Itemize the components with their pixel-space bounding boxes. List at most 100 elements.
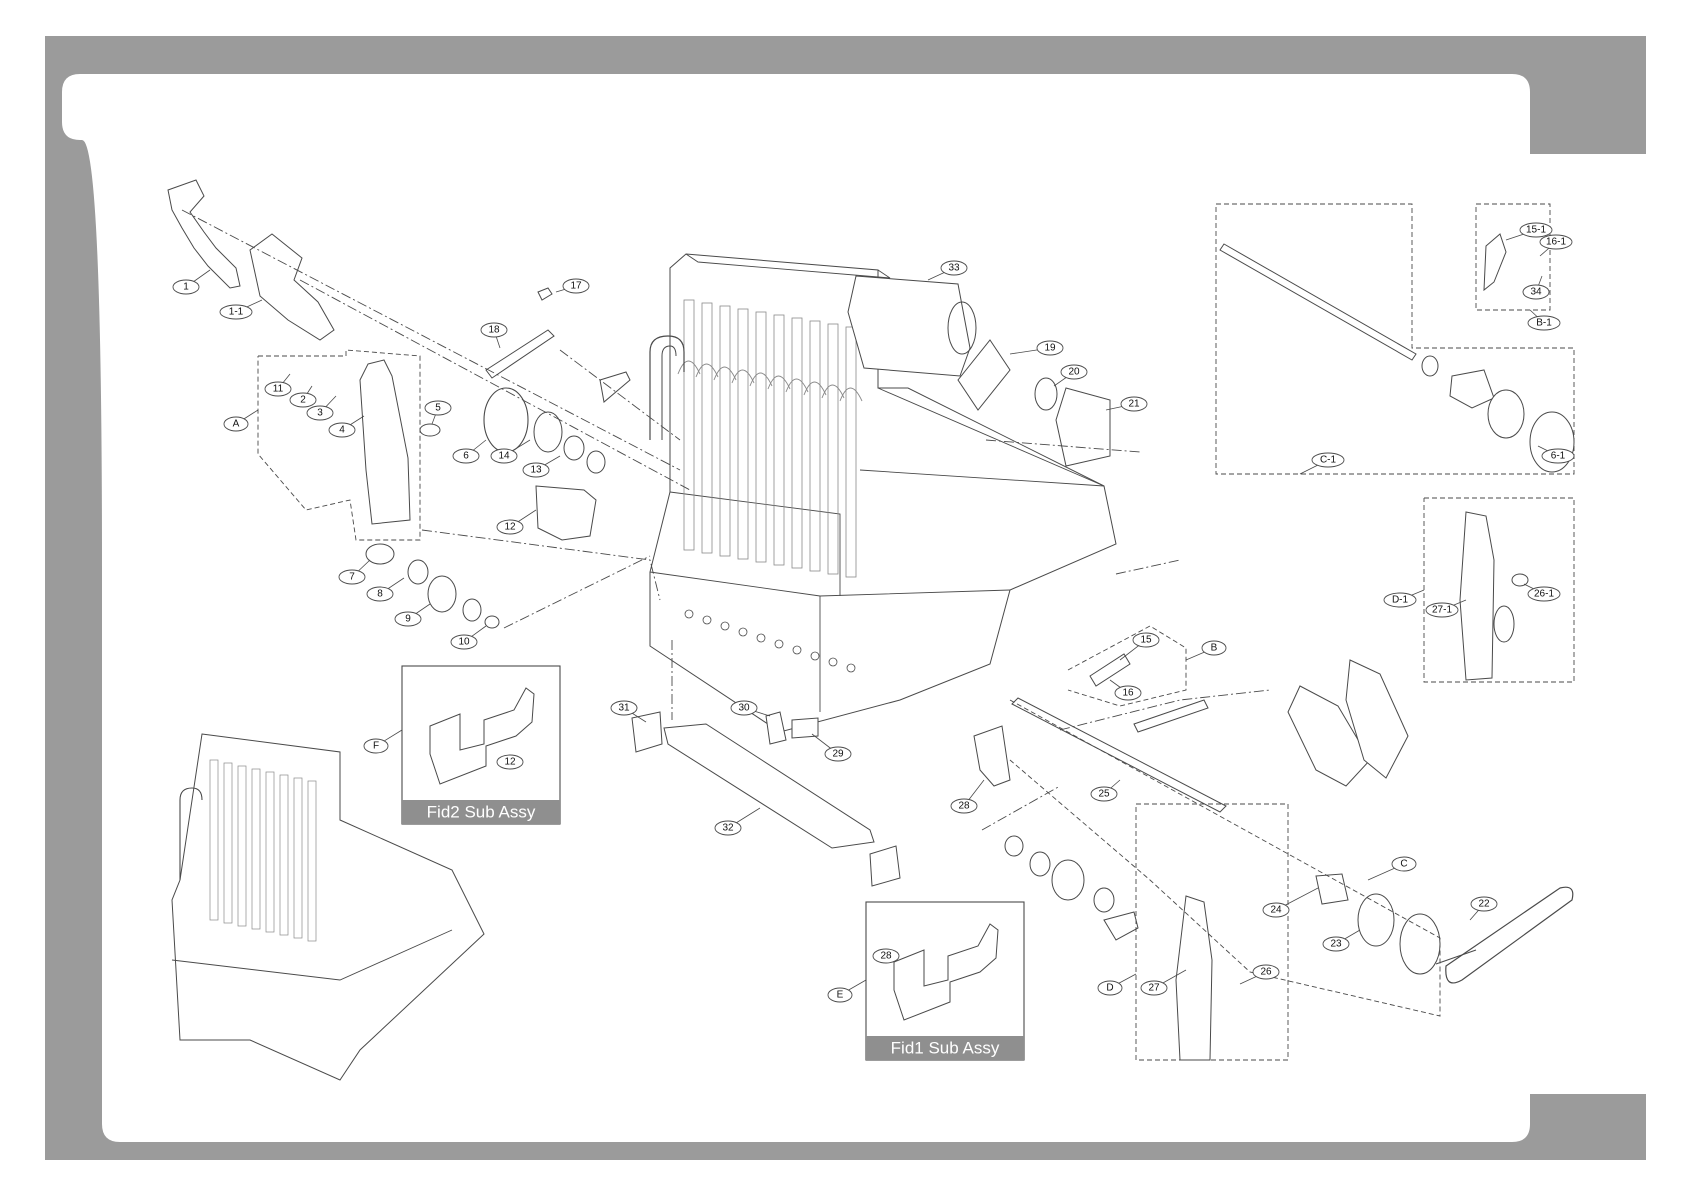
callout-26-1: 26-1 — [1528, 587, 1560, 601]
part-23-1-wheel — [1488, 390, 1524, 438]
part-12-block — [536, 486, 596, 540]
callout-30-text: 30 — [738, 703, 750, 714]
group-label-d-1: D-1 — [1384, 593, 1416, 607]
group-label-c: C — [1392, 857, 1416, 871]
group-label-a-text: A — [233, 419, 240, 430]
callout-7: 7 — [339, 570, 365, 584]
callout-11-text: 11 — [273, 384, 284, 395]
callout-5: 5 — [425, 401, 451, 415]
callout-3-text: 3 — [317, 408, 323, 419]
callout-16: 16 — [1115, 686, 1141, 700]
callout-21-text: 21 — [1128, 399, 1140, 410]
callout-27-1: 27-1 — [1426, 603, 1458, 617]
coupling-20 — [1035, 378, 1057, 410]
group-label-e-text: E — [837, 990, 844, 1001]
guide-10 — [982, 786, 1060, 830]
callout-19-text: 19 — [1044, 343, 1056, 354]
callout-24-text: 24 — [1270, 905, 1282, 916]
callout-30: 30 — [731, 701, 757, 715]
callout-26: 26 — [1253, 965, 1279, 979]
callout-34-text: 34 — [1530, 287, 1542, 298]
callout-15-text: 15 — [1140, 635, 1152, 646]
bush-2 — [587, 451, 605, 473]
part-14-hub — [534, 412, 562, 452]
inset-callout-text: 12 — [504, 757, 516, 768]
callout-12-text: 12 — [504, 522, 516, 533]
group-label-b-1-text: B-1 — [1536, 318, 1552, 329]
callout-15-1-text: 15-1 — [1526, 225, 1546, 236]
callout-31: 31 — [611, 701, 637, 715]
callout-25: 25 — [1091, 787, 1117, 801]
callout-15: 15 — [1133, 633, 1159, 647]
callout-20: 20 — [1061, 365, 1087, 379]
group-label-d-1-text: D-1 — [1392, 595, 1409, 606]
callout-21: 21 — [1121, 397, 1147, 411]
part-27-1-lever — [1460, 512, 1494, 680]
callout-9: 9 — [395, 612, 421, 626]
callout-32: 32 — [715, 821, 741, 835]
part-8-ring — [408, 560, 428, 584]
bush-3 — [463, 599, 481, 621]
group-label-b-text: B — [1211, 643, 1218, 654]
callout-29-text: 29 — [832, 749, 844, 760]
part-31-bracket — [632, 712, 662, 752]
callout-27-1-text: 27-1 — [1432, 605, 1452, 616]
wheel-mid — [1052, 860, 1084, 900]
part-13-bush — [564, 436, 584, 460]
bush-5 — [1030, 852, 1050, 876]
group-label-b-1: B-1 — [1528, 316, 1560, 330]
group-label-f-text: F — [373, 741, 379, 752]
callout-32-text: 32 — [722, 823, 734, 834]
group-label-a: A — [224, 417, 248, 431]
part-23-wheel — [1358, 894, 1394, 946]
callout-31-text: 31 — [618, 703, 630, 714]
callout-26-1-text: 26-1 — [1534, 589, 1554, 600]
callout-26-text: 26 — [1260, 967, 1272, 978]
callout-34: 34 — [1523, 285, 1549, 299]
callout-1-1: 1-1 — [220, 305, 252, 319]
callout-28: 28 — [951, 799, 977, 813]
callout-11: 11 — [265, 382, 291, 396]
group-d-box — [1136, 804, 1288, 1060]
part-22-belt — [1446, 887, 1573, 983]
callout-8-text: 8 — [377, 589, 383, 600]
part-25-1-shaft — [1220, 244, 1416, 360]
part-1-arm — [168, 180, 240, 288]
group-label-c-1-text: C-1 — [1320, 455, 1337, 466]
callout-33: 33 — [941, 261, 967, 275]
part-15-arm — [1090, 654, 1130, 686]
group-label-f: F — [364, 739, 388, 753]
callout-13-text: 13 — [530, 465, 542, 476]
callout-12: 12 — [497, 520, 523, 534]
callout-2-text: 2 — [300, 395, 306, 406]
part-32-tray — [664, 724, 874, 848]
callout-17: 17 — [563, 279, 589, 293]
callout-1: 1 — [173, 280, 199, 294]
callout-22-text: 22 — [1478, 899, 1490, 910]
callout-4: 4 — [329, 423, 355, 437]
bush-4 — [1005, 836, 1023, 856]
callout-14-text: 14 — [498, 451, 510, 462]
group-label-c-text: C — [1400, 859, 1407, 870]
guide-6 — [1116, 560, 1180, 574]
tray-end-bracket — [870, 846, 900, 886]
callout-23-text: 23 — [1330, 939, 1342, 950]
part-17-clip — [538, 288, 552, 300]
callout-7-text: 7 — [349, 572, 355, 583]
callout-8: 8 — [367, 587, 393, 601]
callout-5-text: 5 — [435, 403, 441, 414]
callout-16-text: 16 — [1122, 688, 1134, 699]
group-label-d-text: D — [1106, 983, 1113, 994]
plate-21 — [1056, 388, 1110, 466]
callout-10: 10 — [451, 635, 477, 649]
callout-27-text: 27 — [1148, 983, 1160, 994]
link-piece — [600, 372, 630, 402]
part-29-bracket — [792, 718, 818, 738]
group-c1-box — [1216, 204, 1574, 474]
callout-6-1: 6-1 — [1542, 449, 1574, 463]
group-label-c-1: C-1 — [1312, 453, 1344, 467]
